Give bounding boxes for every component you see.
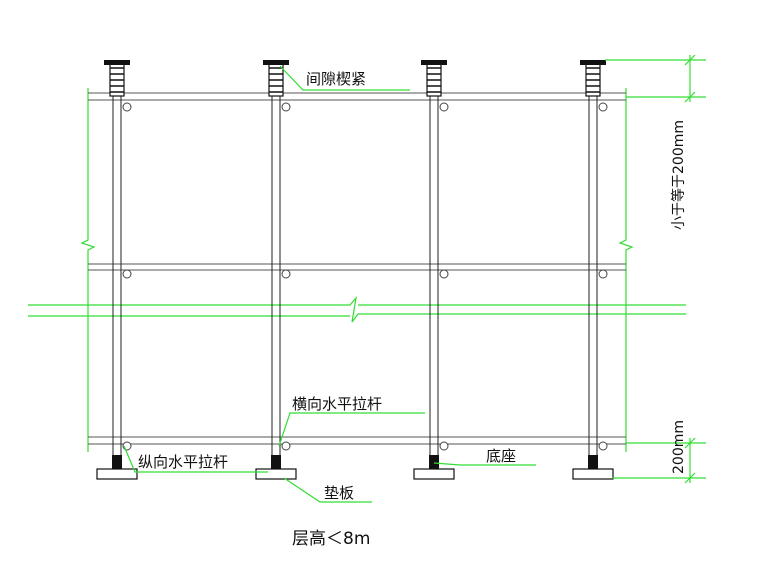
leader-gap-wedge bbox=[279, 65, 410, 91]
leader-lines bbox=[123, 65, 536, 503]
leader-pad bbox=[283, 477, 372, 503]
poles bbox=[96, 60, 614, 480]
pole-2 bbox=[255, 60, 297, 480]
label-gap-wedge: 间隙楔紧 bbox=[306, 70, 366, 88]
label-base: 底座 bbox=[486, 447, 516, 465]
label-pad: 垫板 bbox=[324, 484, 354, 502]
pole-1 bbox=[96, 60, 138, 480]
break-lines bbox=[28, 295, 686, 323]
leader-base bbox=[433, 462, 536, 466]
label-longitudinal-bar: 纵向水平拉杆 bbox=[138, 453, 228, 471]
label-small-equal-200: 小于等于200mm bbox=[670, 120, 687, 230]
leader-longitudinal-bar bbox=[123, 445, 268, 473]
horizontal-bars bbox=[88, 92, 626, 445]
outer-frame bbox=[80, 88, 634, 452]
pole-3 bbox=[413, 60, 455, 480]
label-transverse-bar: 横向水平拉杆 bbox=[292, 395, 382, 413]
label-bottom-dim: 200mm bbox=[671, 420, 687, 474]
dimension-lines bbox=[605, 54, 706, 484]
caption: 层高＜8m bbox=[292, 529, 370, 549]
leader-transverse-bar bbox=[278, 412, 425, 447]
pole-4 bbox=[572, 60, 614, 480]
